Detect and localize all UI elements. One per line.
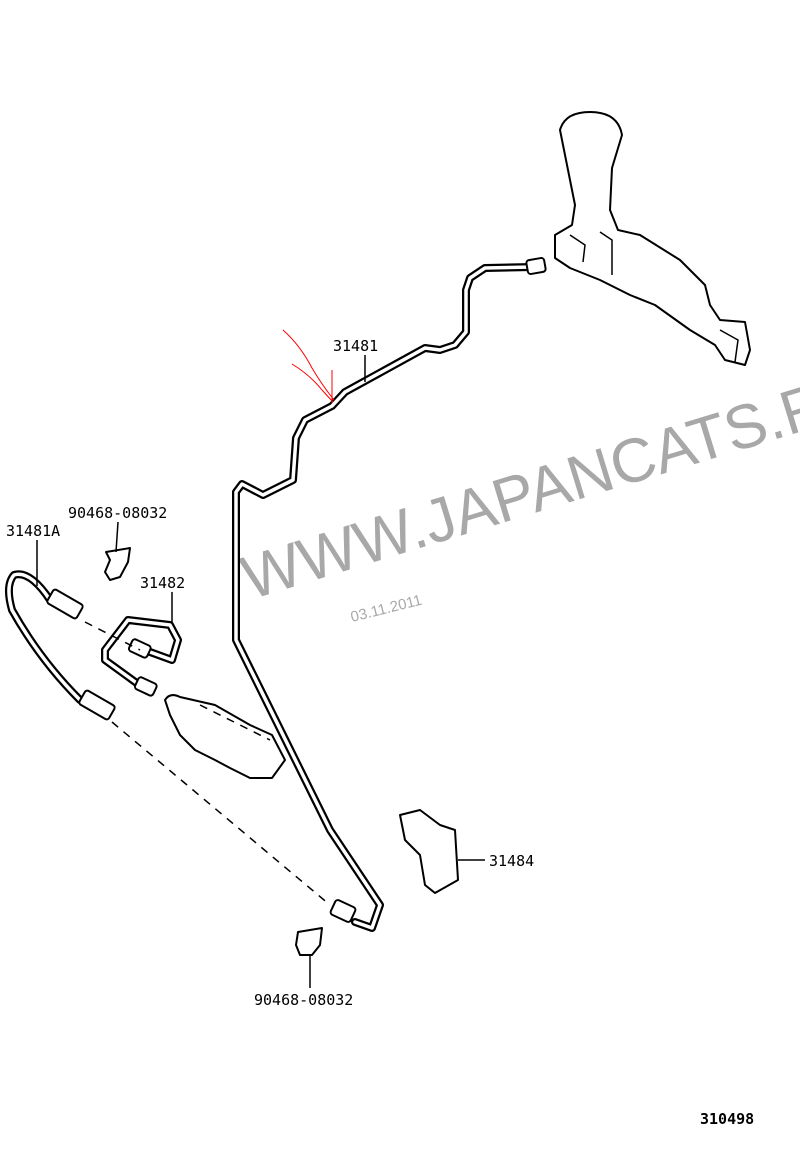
dashed-guide <box>111 721 331 906</box>
hose-31481A <box>5 570 116 721</box>
dashed-guide <box>199 704 271 741</box>
callout-31484[interactable]: 31484 <box>489 852 534 870</box>
date-stamp: 03.11.2011 <box>349 592 424 626</box>
red-annotation-arrow <box>282 329 335 403</box>
pipe-31482 <box>101 616 182 697</box>
pipe-31481 <box>232 257 547 932</box>
clutch-master-cylinder <box>554 111 751 366</box>
leader-clip-top <box>115 521 119 553</box>
clip-top <box>104 547 131 581</box>
callout-31481A[interactable]: 31481A <box>6 522 60 540</box>
watermark: WWW.JAPANCATS.RU 03.11.2011 <box>234 357 800 626</box>
release-cylinder <box>164 694 286 779</box>
watermark-text: WWW.JAPANCATS.RU <box>234 357 800 614</box>
callout-90468-08032-top[interactable]: 90468-08032 <box>68 504 167 522</box>
dashed-guide <box>84 621 141 651</box>
bracket-31484 <box>399 809 459 894</box>
callout-90468-08032-bottom[interactable]: 90468-08032 <box>254 991 353 1009</box>
clip-bottom <box>295 927 323 956</box>
callout-31481[interactable]: 31481 <box>333 337 378 355</box>
figure-number: 310498 <box>700 1110 754 1128</box>
callout-31482[interactable]: 31482 <box>140 574 185 592</box>
